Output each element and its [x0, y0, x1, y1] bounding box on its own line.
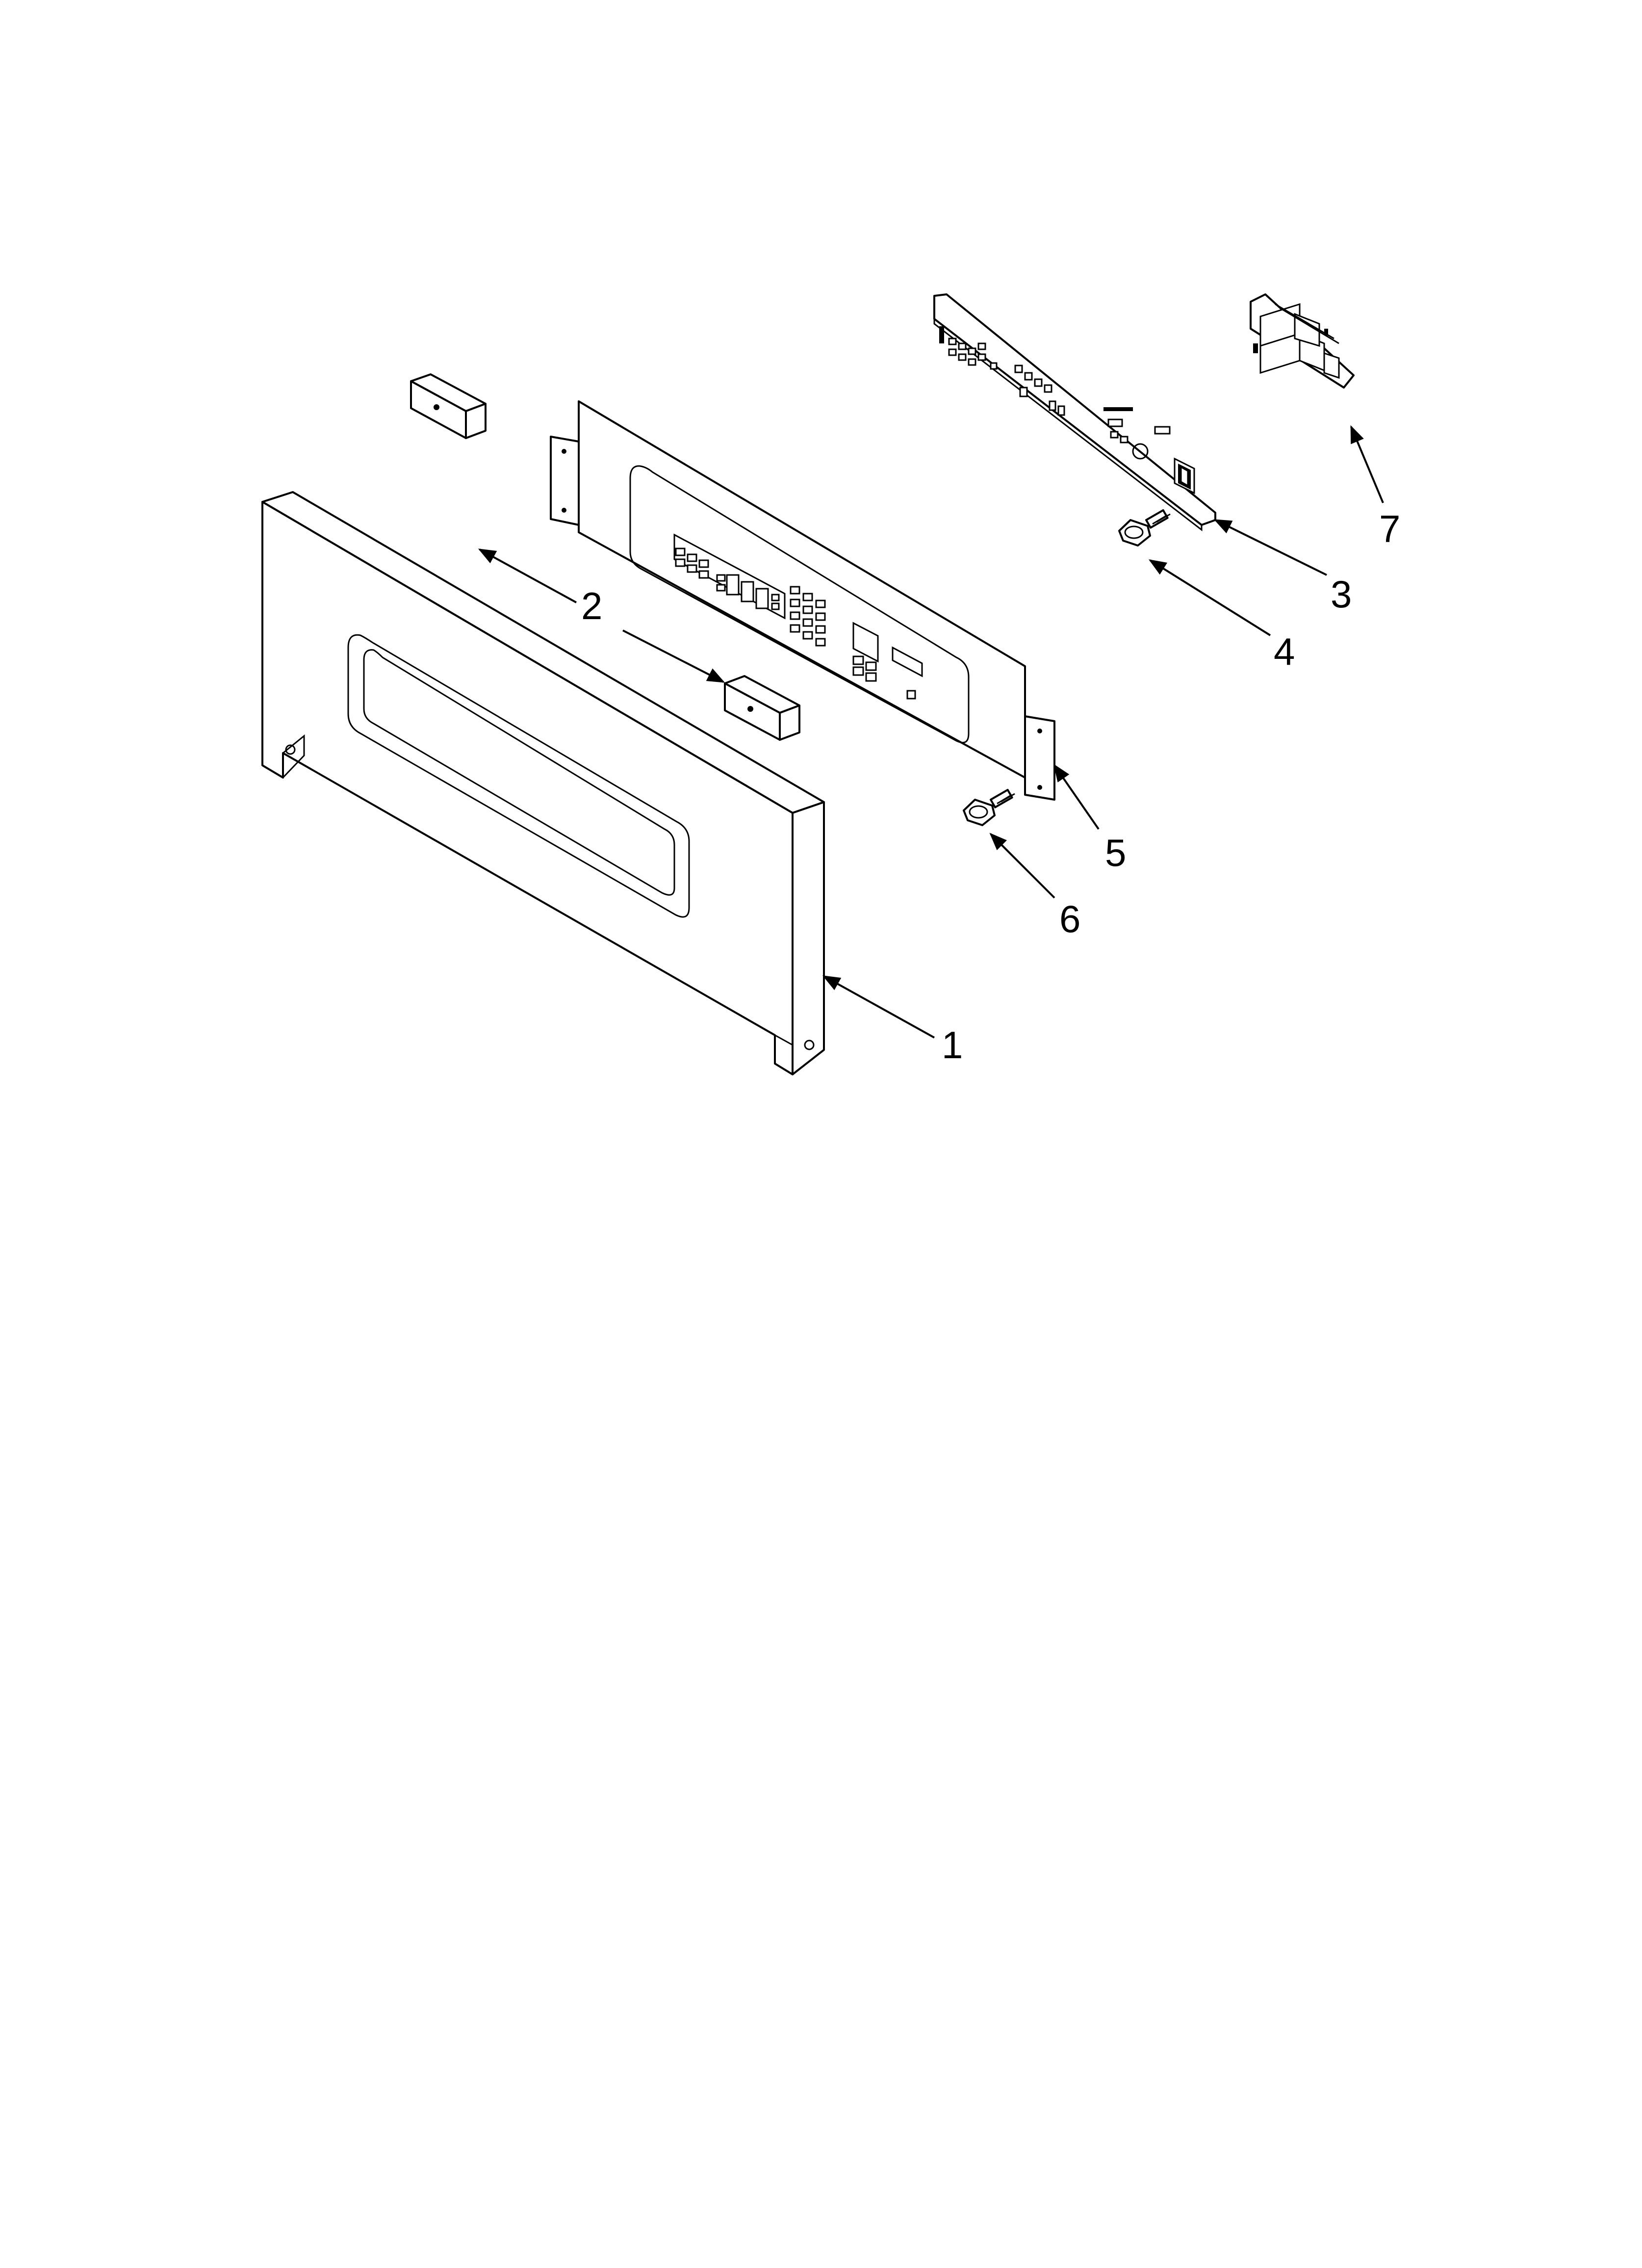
- leader-part-1: [822, 975, 935, 1039]
- callout-part-1: 1: [942, 1023, 963, 1067]
- panel-keypad-right: [852, 622, 923, 700]
- leader-lines: [478, 425, 1384, 1039]
- callout-part-2: 2: [581, 584, 602, 627]
- control-panel: [550, 400, 1055, 801]
- relay-board: [1250, 293, 1355, 389]
- callout-part-4: 4: [1274, 630, 1295, 673]
- board-components: [939, 326, 1195, 495]
- spacer-block-lower: [724, 675, 800, 741]
- panel-keypad-center: [790, 586, 826, 647]
- callout-part-6: 6: [1059, 897, 1080, 940]
- leader-part-4: [1148, 559, 1271, 636]
- leader-part-7: [1350, 425, 1384, 503]
- spacer-block-upper: [410, 373, 487, 439]
- leader-part-3: [1213, 519, 1327, 576]
- leader-part-6: [989, 833, 1055, 899]
- panel-keypad-left: [675, 547, 726, 592]
- screw-upper: [1118, 509, 1171, 547]
- leader-part-5: [1053, 764, 1100, 830]
- callout-part-5: 5: [1105, 831, 1126, 874]
- callout-part-7: 7: [1379, 507, 1400, 550]
- callout-part-3: 3: [1331, 573, 1352, 616]
- leader-part-2-upper: [478, 548, 577, 603]
- control-panel-frame: [261, 491, 825, 1075]
- leader-part-2-lower: [622, 629, 725, 683]
- control-board: [933, 293, 1216, 532]
- panel-digit-display: [726, 574, 780, 610]
- screw-lower: [963, 789, 1015, 826]
- callout-labels: 1 2 3 4 5 6 7: [581, 507, 1400, 1067]
